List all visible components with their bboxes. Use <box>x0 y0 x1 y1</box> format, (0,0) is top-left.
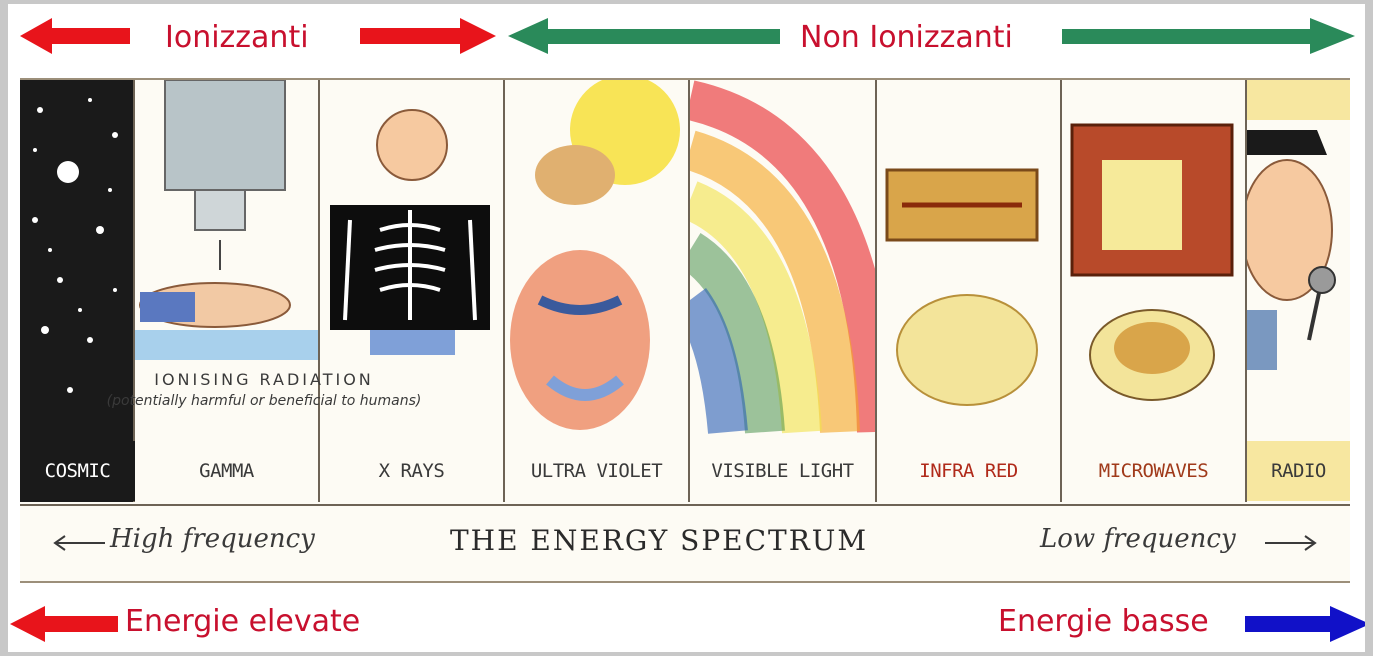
high-energy-arrow <box>10 606 118 642</box>
non-ionizing-right-arrow <box>1062 18 1355 54</box>
radio-panel <box>1247 80 1350 502</box>
band-label-cosmic: COSMIC <box>20 441 135 501</box>
low-energy-label: Energie basse <box>998 604 1209 639</box>
ionizing-right-arrow <box>360 18 496 54</box>
band-label-infrared: INFRA RED <box>877 441 1062 501</box>
xray-skeleton-icon <box>320 80 505 502</box>
band-label-gamma: GAMMA <box>135 441 320 501</box>
band-label-microwaves: MICROWAVES <box>1062 441 1247 501</box>
ionizing-label: Ionizzanti <box>165 20 309 55</box>
gamma-panel <box>135 80 320 502</box>
bottom-arrow-row: Energie elevate Energie basse <box>0 596 1373 652</box>
ionizing-left-arrow <box>20 18 130 54</box>
microwave-oven-icon <box>1062 80 1247 502</box>
top-arrow-row: Ionizzanti Non Ionizzanti <box>0 8 1373 64</box>
ultraviolet-panel <box>505 80 690 502</box>
low-frequency-label: Low frequency <box>1040 524 1236 554</box>
energy-spectrum-illustration: IONISING RADIATION (potentially harmful … <box>20 78 1350 583</box>
high-energy-label: Energie elevate <box>125 604 360 639</box>
non-ionizing-label: Non Ionizzanti <box>800 20 1013 55</box>
ionising-radiation-note: IONISING RADIATION (potentially harmful … <box>34 370 494 409</box>
frequency-row: High frequency THE ENERGY SPECTRUM Low f… <box>20 504 1350 574</box>
sunbather-icon <box>505 80 690 502</box>
heater-icon <box>877 80 1062 502</box>
low-energy-arrow <box>1245 606 1370 642</box>
xrays-panel <box>320 80 505 502</box>
microwaves-panel <box>1062 80 1247 502</box>
ionising-radiation-title: IONISING RADIATION <box>34 370 494 389</box>
rainbow-icon <box>690 80 877 502</box>
infrared-panel <box>877 80 1062 502</box>
band-label-visible-light: VISIBLE LIGHT <box>690 441 877 501</box>
cosmic-panel <box>20 80 135 502</box>
stars-icon <box>20 80 135 502</box>
band-label-ultraviolet: ULTRA VIOLET <box>505 441 690 501</box>
high-frequency-label: High frequency <box>110 524 315 554</box>
radio-announcer-icon <box>1247 80 1350 502</box>
band-label-radio: RADIO <box>1247 441 1350 501</box>
non-ionizing-left-arrow <box>508 18 780 54</box>
band-label-xrays: X RAYS <box>320 441 505 501</box>
gamma-machine-icon <box>135 80 320 502</box>
energy-spectrum-title: THE ENERGY SPECTRUM <box>450 524 868 557</box>
ionising-radiation-subtitle: (potentially harmful or beneficial to hu… <box>34 393 494 409</box>
visible-light-panel <box>690 80 877 502</box>
